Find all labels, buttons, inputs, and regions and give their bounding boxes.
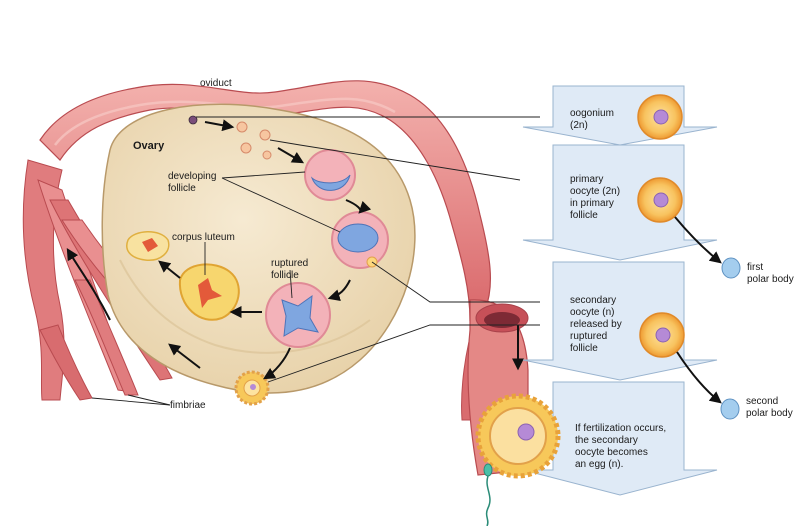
fertilization-label: If fertilization occurs, the secondary o… [575,423,666,471]
developing-follicle-label: developing follicle [168,171,216,195]
fimbriae-label: fimbriae [170,400,206,412]
oogonium-label: oogonium (2n) [570,108,614,132]
developing-follicle-2 [332,212,388,268]
developing-follicle-1 [305,150,355,200]
corpus-luteum-label: corpus luteum [172,232,235,244]
corpus-albicans [127,232,169,261]
released-oocyte [236,372,268,404]
primary-oocyte-label: primary oocyte (2n) in primary follicle [570,174,620,222]
egg-cell [478,396,558,476]
secondary-oocyte-label: secondary oocyte (n) released by rupture… [570,295,622,355]
ruptured-follicle-label: ruptured follicle [271,258,308,282]
oogonium-cell [638,95,682,139]
sperm-cell [484,464,492,526]
ovary-label: Ovary [133,140,164,152]
first-polar-body [722,258,740,278]
secondary-oocyte-cell [640,313,684,357]
first-polar-body-label: first polar body [747,262,794,286]
oogonium-start [189,116,197,124]
primary-oocyte-cell [638,178,682,222]
ruptured-follicle [266,283,330,347]
second-polar-body [721,399,739,419]
oviduct-label: oviduct [200,78,232,90]
second-polar-body-label: second polar body [746,396,793,420]
